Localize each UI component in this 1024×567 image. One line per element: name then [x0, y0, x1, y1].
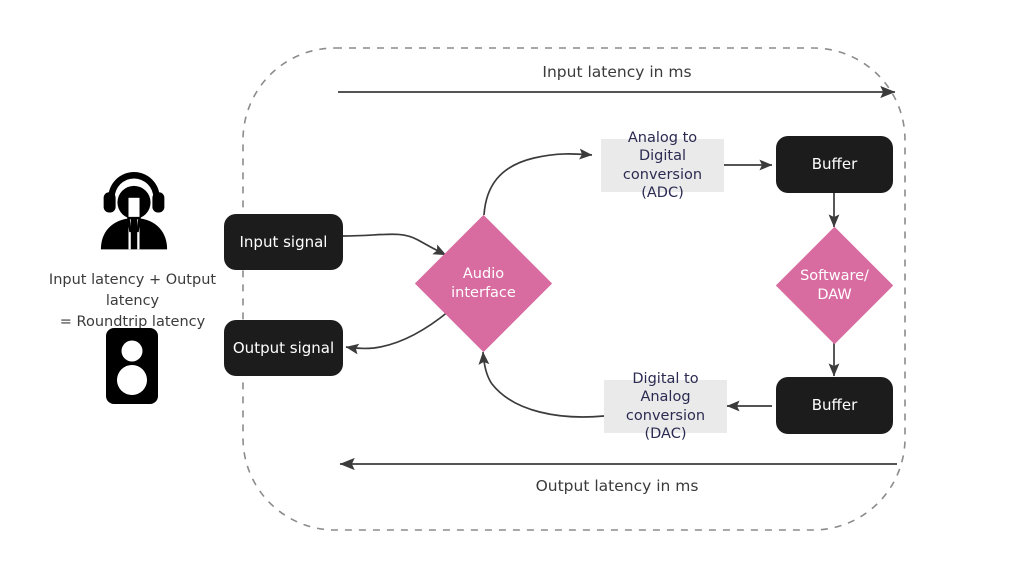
input-signal-node[interactable]: Input signal	[224, 214, 343, 270]
adc-node[interactable]: Analog to Digital conversion (ADC)	[601, 130, 724, 201]
dac-to-audio-interface-arrow	[478, 351, 605, 418]
output-latency-label: Output latency in ms	[535, 477, 699, 495]
software-daw-node[interactable]: Software/ DAW	[775, 226, 894, 345]
output-signal-node[interactable]: Output signal	[224, 320, 343, 376]
roundtrip-latency-caption: Input latency + Output latency = Roundtr…	[48, 272, 217, 331]
buffer-output-node[interactable]: Buffer	[776, 377, 893, 434]
performer-icon	[88, 160, 180, 254]
audio-interface-to-adc-arrow	[483, 148, 593, 216]
dac-node[interactable]: Digital to Analog conversion (DAC)	[604, 371, 727, 442]
buffer-input-node[interactable]: Buffer	[776, 136, 893, 193]
audio-interface-node[interactable]: Audio interface	[414, 214, 553, 353]
audio-interface-to-output-signal-arrow	[345, 310, 450, 355]
speaker-icon	[106, 328, 158, 404]
software-daw-label: Software/ DAW	[800, 268, 869, 303]
input-latency-label: Input latency in ms	[542, 63, 692, 81]
input-signal-to-audio-interface-arrow	[342, 233, 447, 256]
audio-interface-label: Audio interface	[451, 266, 516, 301]
